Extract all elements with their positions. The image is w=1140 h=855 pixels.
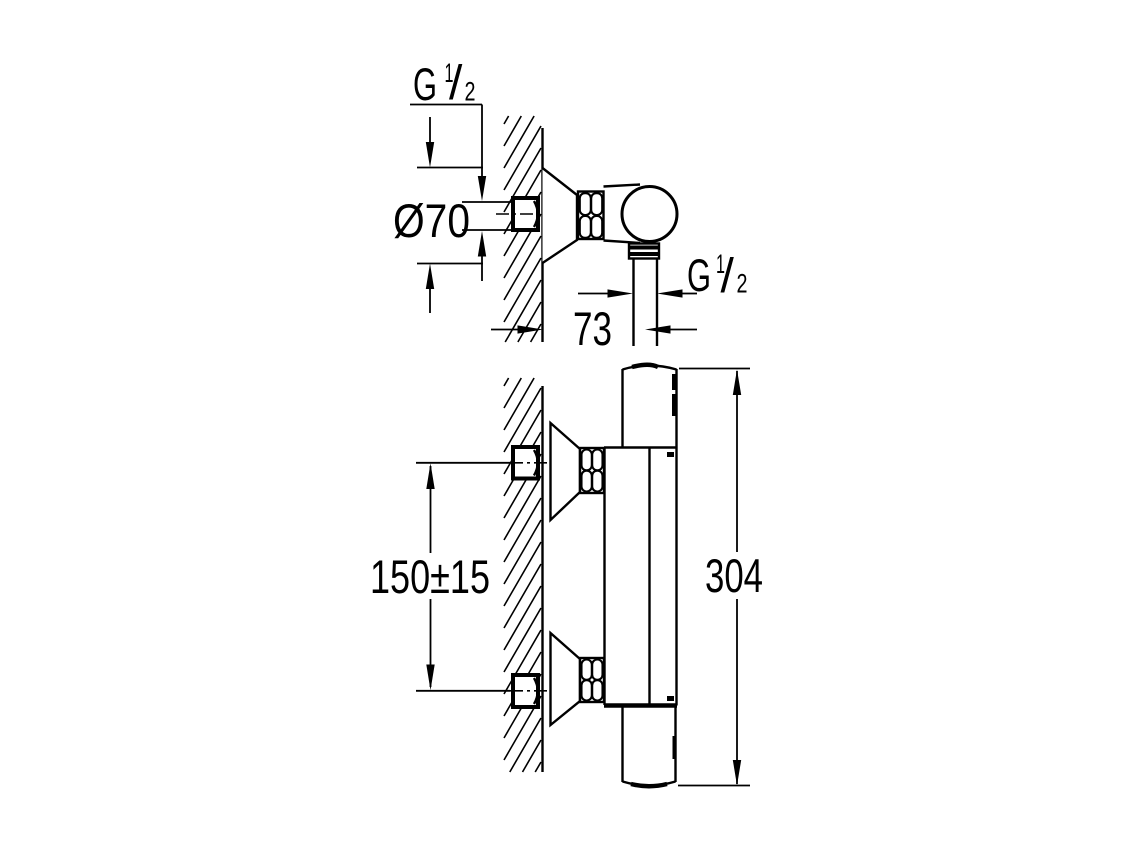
- upper-body-mark: [667, 452, 674, 457]
- hex-union-nut: [576, 190, 605, 241]
- side-view: [462, 115, 679, 346]
- outlet-thread-numerator: 1: [716, 249, 725, 279]
- escutcheon-cone: [541, 167, 579, 264]
- front-view: [416, 362, 678, 789]
- escutcheon-diameter-value: Ø70: [393, 194, 470, 247]
- inlet-thread-slash: /: [449, 57, 463, 110]
- handle-knob-circle: [620, 185, 679, 243]
- dim-inlet-thread-label: G 1 / 2: [410, 57, 487, 281]
- inlet-thread-denominator: 2: [465, 77, 476, 107]
- inlet-thread-letter: G: [413, 59, 437, 110]
- dim-overall-length: 304: [678, 367, 763, 787]
- lower-escutcheon-cone: [549, 630, 582, 728]
- overall-length-value: 304: [705, 549, 763, 602]
- dim-connection-spacing: 150±15: [370, 463, 490, 691]
- dim-escutcheon-diameter: Ø70: [393, 117, 483, 313]
- body-top-line: [603, 183, 641, 188]
- upper-escutcheon-cone: [549, 420, 582, 523]
- side-view-dimensions: G 1 / 2 Ø70 73: [393, 57, 748, 355]
- mixer-body: [603, 362, 678, 789]
- dim-projection: 73: [491, 302, 697, 355]
- front-view-dimensions: 150±15 304: [370, 367, 763, 787]
- wall-hatch-bottom: [503, 377, 542, 773]
- lower-body-mark: [667, 696, 674, 701]
- lower-hex-nut: [578, 656, 606, 704]
- inlet-leader-arrow: [477, 176, 487, 201]
- outlet-thread-slash: /: [721, 250, 735, 303]
- projection-value: 73: [573, 302, 612, 355]
- upper-hex-nut: [578, 446, 606, 495]
- outlet-thread-letter: G: [687, 250, 711, 301]
- outlet-collar: [627, 242, 661, 260]
- dim-outlet-thread: G 1 / 2: [578, 249, 748, 303]
- outlet-pipe: [632, 258, 659, 346]
- connection-spacing-value: 150±15: [370, 550, 490, 603]
- inlet-thread-numerator: 1: [445, 58, 454, 88]
- outlet-thread-denominator: 2: [737, 269, 748, 299]
